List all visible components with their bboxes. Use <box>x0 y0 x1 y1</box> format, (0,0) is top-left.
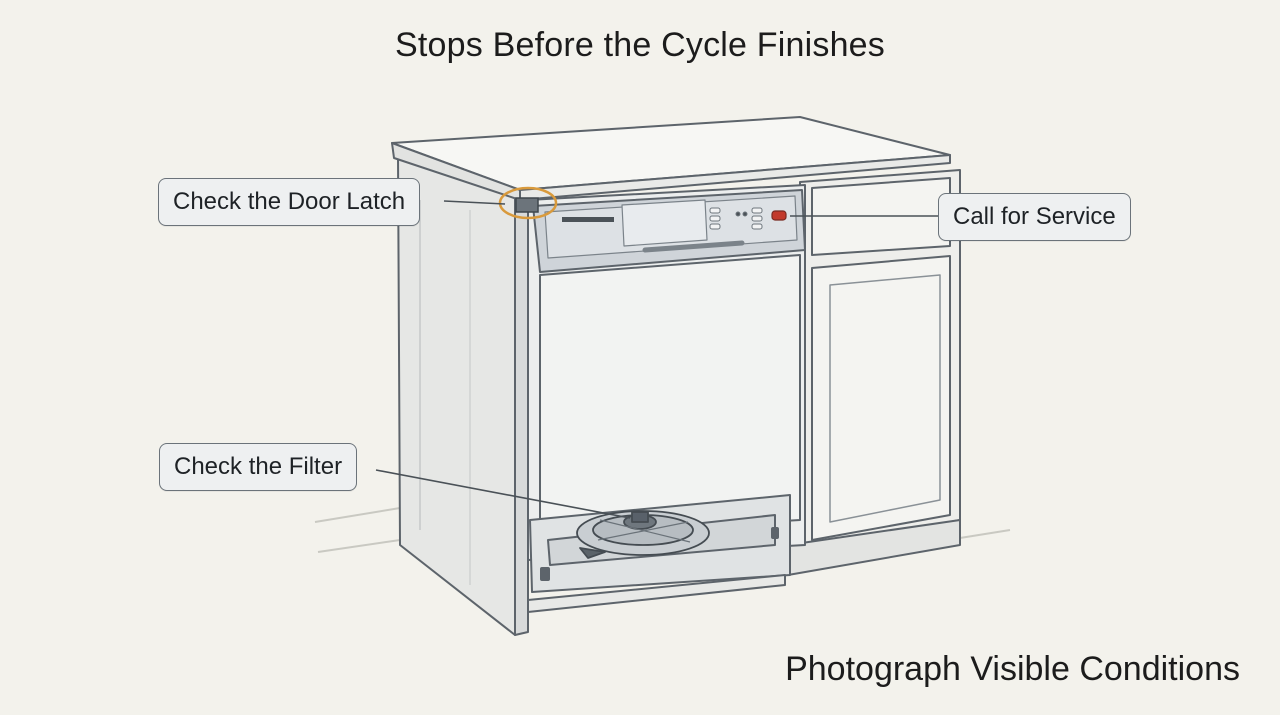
callout-check-filter: Check the Filter <box>159 443 358 491</box>
dishwasher <box>527 184 806 613</box>
left-cabinet <box>397 154 529 636</box>
kick-screws <box>540 527 779 581</box>
page-title: Stops Before the Cycle Finishes <box>395 26 885 64</box>
countertop <box>391 116 951 201</box>
callout-call-for-service: Call for Service <box>938 193 1131 241</box>
filter-assembly <box>576 510 710 559</box>
footer-caption: Photograph Visible Conditions <box>785 650 1240 688</box>
brand-text <box>562 217 614 222</box>
right-cabinets <box>787 169 961 576</box>
leader-lines <box>375 200 938 519</box>
dishwasher-door <box>539 254 801 536</box>
floor-lines <box>314 507 1011 553</box>
panel-buttons <box>709 207 763 230</box>
callout-door-latch: Check the Door Latch <box>158 178 421 226</box>
service-indicator-button <box>771 210 787 221</box>
